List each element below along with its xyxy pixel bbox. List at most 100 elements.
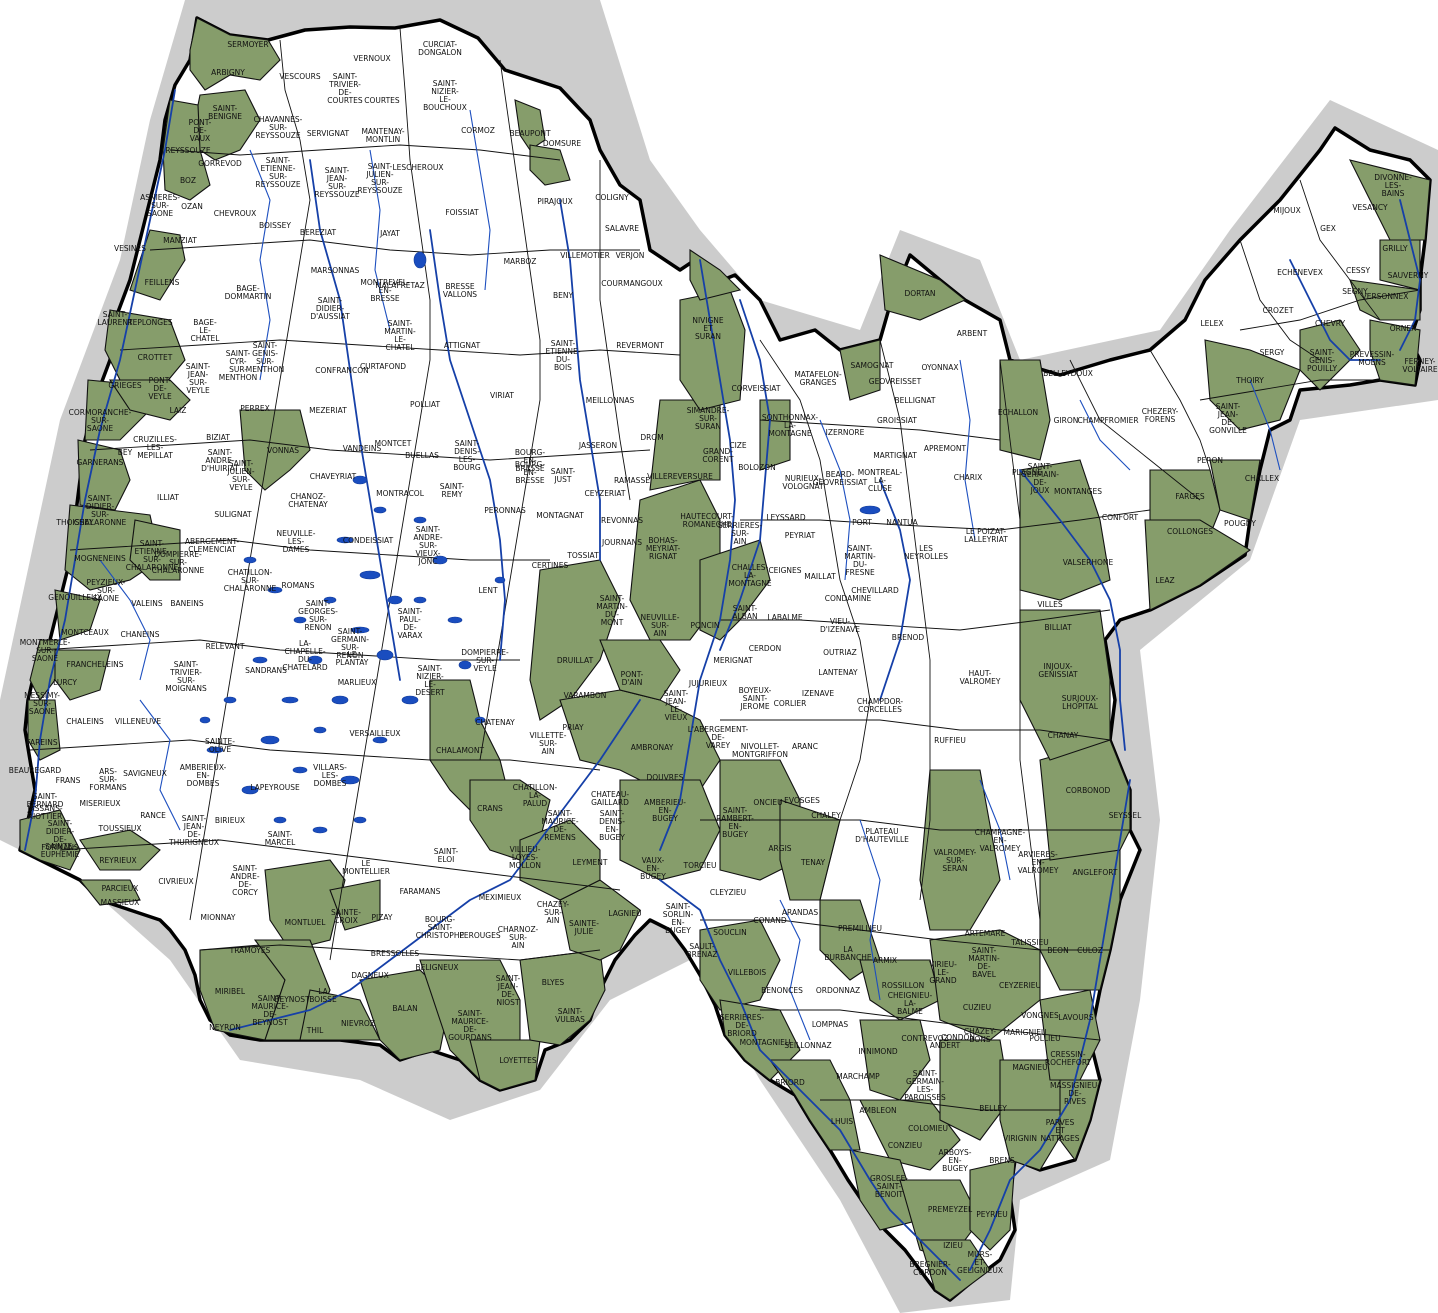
commune-label-loyettes: LOYETTES [499, 1056, 536, 1065]
commune-label-beard-geovreissiat: BEARD-GEOVREISSIAT [813, 470, 868, 487]
commune-label-martignat: MARTIGNAT [873, 451, 917, 460]
commune-label-vernoux: VERNOUX [353, 54, 390, 63]
commune-label-saint-trivier-sur-moignans: SAINT-TRIVIER-SUR-MOIGNANS [165, 660, 207, 693]
commune-label-saint-maurice-de-remens: SAINT-MAURICE-DE-REMENS [541, 809, 578, 842]
commune-label-vesines: VESINES [114, 244, 146, 253]
commune-label-montreal-la-cluse: MONTREAL-LA-CLUSE [858, 468, 903, 493]
commune-label-geovreissiat: GEOVREISSET [869, 377, 922, 386]
commune-label-izernore: IZERNORE [826, 428, 865, 437]
commune-label-champdor-corcelles: CHAMPDOR-CORCELLES [857, 697, 904, 714]
commune-label-chavannes-sur-reyssouze: CHAVANNES-SUR-REYSSOUZE [254, 115, 303, 140]
commune-label-bohas-meyriat-rignat: BOHAS-MEYRIAT-RIGNAT [646, 536, 681, 561]
commune-label-saint-martin-du-fresne: SAINT-MARTIN-DU-FRESNE [844, 544, 876, 577]
commune-label-illiat: ILLIAT [157, 493, 179, 502]
commune-label-villette-sur-ain: VILLETTE-SUR-AIN [530, 731, 567, 756]
commune-label-lagnieu: LAGNIEU [608, 909, 641, 918]
commune-label-revermont: REVERMONT [616, 341, 664, 350]
commune-label-feillens: FEILLENS [145, 278, 180, 287]
commune-label-chatillon-la-palud: CHATILLON-LA-PALUD [513, 783, 558, 808]
commune-label-boyeux-saint-jerome: BOYEUX-SAINT-JEROME [739, 686, 772, 711]
commune-label-grilly: GRILLY [1382, 244, 1408, 253]
commune-label-saint-didier-d-aussiat: SAINT-DIDIER-D'AUSSIAT [310, 296, 350, 321]
commune-label-peronnas: PERONNAS [484, 506, 526, 515]
commune-label-balan: BALAN [392, 1004, 417, 1013]
commune-label-premeyzel: PREMEYZEL [928, 1205, 973, 1214]
commune-label-malafretaz: MALAFRETAZ [375, 281, 425, 290]
commune-label-saint-germain-les-paroisses: SAINT-GERMAIN-LES-PAROISSES [904, 1069, 946, 1102]
commune-label-montracol: MONTRACOL [376, 489, 425, 498]
commune-label-saint-remy: SAINT-REMY [440, 482, 465, 499]
commune-label-souclin: SOUCLIN [713, 928, 746, 937]
commune-label-collonges: COLLONGES [1167, 527, 1213, 536]
commune-label-divonne-les-bains: DIVONNE-LES-BAINS [1374, 173, 1412, 198]
commune-label-saint-andre-de-corcy: SAINT-ANDRE-DE-CORCY [230, 864, 259, 897]
commune-label-gorrevod: GORREVOD [198, 159, 242, 168]
commune-label-villeneuve: VILLENEUVE [115, 717, 161, 726]
commune-label-pirajoux: PIRAJOUX [537, 197, 573, 206]
commune-label-ars-sur-formans: ARS-SUR-FORMANS [89, 767, 127, 792]
commune-label-corbonod: CORBONOD [1066, 786, 1111, 795]
commune-label-ruffieu: RUFFIEU [934, 736, 966, 745]
commune-label-beny: BENY [553, 291, 573, 300]
commune-label-jassans-riottier: JASSANS-RIOTTIER [26, 804, 62, 821]
commune-label-viriat: VIRIAT [490, 391, 514, 400]
commune-label-saint-jean-de-gonville: SAINT-JEAN-DE-GONVILLE [1209, 402, 1247, 435]
commune-label-savigneux: SAVIGNEUX [123, 769, 167, 778]
commune-label-echallon: ECHALLON [998, 408, 1038, 417]
commune-label-ornex: ORNEX [1390, 324, 1417, 333]
commune-label-champfromier: CHAMPFROMIER [1077, 416, 1138, 425]
commune-label-tenay: TENAY [800, 858, 825, 867]
commune-label-pont-d-ain: PONT-D'AIN [621, 670, 644, 687]
commune-label-drom: DROM [640, 433, 663, 442]
commune-label-servignat: SERVIGNAT [307, 129, 350, 138]
commune-label-chaneins: CHANEINS [121, 630, 160, 639]
commune-label-baneins: BANEINS [170, 599, 203, 608]
commune-label-foissiat: FOISSIAT [445, 208, 479, 217]
commune-label-arvieres-en-valromey: ARVIERES-EN-VALROMEY [1018, 850, 1059, 875]
commune-label-valeins: VALEINS [131, 599, 163, 608]
commune-label-sonthonnax: SONTHONNAX-LA-MONTAGNE [762, 413, 819, 438]
commune-label-saint-didier-sur-chalaronne: SAINT-DIDIER-SUR-CHALARONNE [74, 494, 127, 527]
commune-label-saint-jean-de-thurigneux: SAINT-JEAN-DE-THURIGNEUX [168, 814, 219, 847]
commune-label-garnerans: GARNERANS [77, 458, 124, 467]
commune-label-relevant: RELEVANT [206, 642, 245, 651]
rivers [24, 89, 1421, 1281]
commune-label-bolozon: BOLOZON [738, 463, 775, 472]
commune-label-pont-de-veyle: PONT-DE-VEYLE [148, 376, 172, 401]
commune-label-armix: ARMIX [873, 956, 897, 965]
highlighted-communes [19, 17, 1431, 1301]
commune-label-salavre: SALAVRE [605, 224, 639, 233]
commune-label-montrevel-en-bresse: MONTREVEL-EN-BRESSE [360, 278, 409, 303]
commune-label-saint-trivier-de-courtes: SAINT-TRIVIER-DE-COURTES [327, 72, 363, 105]
commune-label-neuville-les-dames: NEUVILLE-LES-DAMES [277, 529, 316, 554]
commune-label-beligneux: BELIGNEUX [415, 963, 458, 972]
commune-label-billiat: BILLIAT [1044, 623, 1071, 632]
commune-label-montagnat: MONTAGNAT [536, 511, 584, 520]
commune-label-amberieu-en-bugey: AMBERIEU-EN-BUGEY [644, 798, 686, 823]
commune-label-montceaux: MONTCEAUX [61, 628, 109, 637]
commune-label-saint-sorlin-en-bugey: SAINT-SORLIN-EN-BUGEY [663, 902, 694, 935]
commune-label-ambleon: AMBLEON [859, 1106, 896, 1115]
commune-label-thoiry: THOIRY [1235, 376, 1264, 385]
commune-label-lantenay: LANTENAY [818, 668, 858, 677]
commune-label-conand: CONAND [753, 916, 786, 925]
commune-label-niévroz: NIEVROZ [341, 1019, 375, 1028]
commune-label-marignieu: MARIGNIEU [1004, 1028, 1047, 1037]
commune-label-surjoux-lhopital: SURJOUX-LHOPITAL [1062, 694, 1099, 711]
commune-label-saint-andre-sur-vieux-jonc: SAINT-ANDRE-SUR-VIEUX-JONC [413, 525, 442, 566]
commune-label-brens: BRENS [989, 1156, 1015, 1165]
commune-label-arbent: ARBENT [957, 329, 988, 338]
commune-label-neuville-sur-ain: NEUVILLE-SUR-AIN [641, 613, 680, 638]
commune-label-gex: GEX [1320, 224, 1336, 233]
commune-label-laiz: LAIZ [170, 406, 187, 415]
commune-label-sault-brenaz: SAULT-BRENAZ [687, 942, 718, 959]
commune-label-curciat-dongalon: CURCIAT-DONGALON [418, 40, 462, 57]
commune-label-outriaz: OUTRIAZ [823, 648, 857, 657]
commune-label-miribel: MIRIBEL [215, 987, 246, 996]
commune-label-saint-jean-sur-veyle: SAINT-JEAN-SUR-VEYLE [186, 362, 211, 395]
commune-label-charnoz-sur-ain: CHARNOZ-SUR-AIN [498, 925, 539, 950]
commune-label-ordonnaz: ORDONNAZ [816, 986, 860, 995]
commune-label-massignieu-de-rives: MASSIGNIEU-DE-RIVES [1050, 1081, 1100, 1106]
commune-label-beon: BEON [1047, 946, 1068, 955]
commune-label-saint-eloi: SAINT-ELOI [434, 847, 459, 864]
